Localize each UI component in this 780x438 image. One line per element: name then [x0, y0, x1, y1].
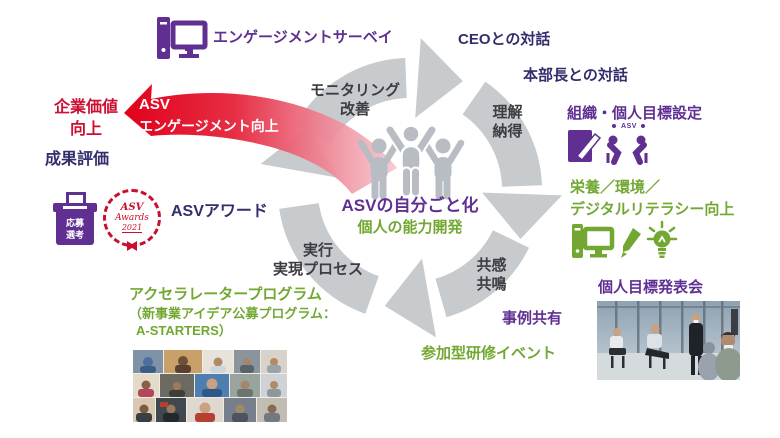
cheering-people-icon — [357, 124, 465, 200]
goal-setting-label: 組織・個人目標設定 — [567, 105, 703, 122]
accelerator-video-call-photo — [133, 350, 287, 427]
cycle-arrowhead-right — [482, 192, 562, 239]
pair-icon-dot-right — [641, 124, 645, 128]
case-sharing-label: 事例共有 — [502, 310, 563, 327]
division-head-dialogue-label: 本部長との対話 — [523, 67, 628, 84]
cycle-arrowhead-bottom — [384, 258, 436, 338]
outcome-evaluation-label: 成果評価 — [45, 151, 110, 168]
cycle-label-empathy: 共感 共鳴 — [476, 257, 507, 293]
cycle-arcs — [260, 38, 562, 338]
pair-icon-dot-left — [612, 124, 616, 128]
document-pencil-icon — [567, 128, 603, 171]
cycle-label-execution: 実行 実現プロセス — [272, 242, 363, 278]
literacy-label-line1: 栄養／環境／ — [570, 179, 661, 196]
asv-meeting-pair-icon — [604, 126, 650, 171]
corporate-value-label: 企業価値 向上 — [53, 99, 118, 138]
training-event-label: 参加型研修イベント — [421, 345, 557, 362]
asv-award-label: ASVアワード — [171, 203, 268, 220]
arrow-asv-label: ASV — [139, 96, 170, 113]
asv-engagement-arrow — [124, 84, 397, 194]
accelerator-program-label: アクセラレータープログラム — [129, 286, 322, 303]
engagement-survey-label: エンゲージメントサーベイ — [213, 29, 393, 46]
badge-ribbon — [127, 241, 137, 251]
digital-computer-icon — [570, 222, 616, 267]
survey-computer-icon — [154, 14, 208, 71]
goal-presentation-photo — [597, 301, 743, 385]
cycle-center-subtitle: 個人の能力開発 — [357, 219, 463, 236]
lightbulb-icon — [646, 220, 678, 265]
pair-icon-asv-text: ASV — [621, 123, 637, 130]
ballot-box-icon: 応募 選考 — [53, 192, 97, 246]
accelerator-subtitle-2: A-STARTERS） — [136, 323, 232, 338]
arrow-engagement-label: エンゲージメント向上 — [139, 118, 279, 134]
cycle-label-monitoring: モニタリング 改善 — [309, 82, 400, 118]
ceo-dialogue-label: CEOとの対話 — [458, 31, 551, 48]
asv-awards-badge: ASV Awards 2021 — [103, 189, 161, 251]
pen-icon — [619, 226, 643, 265]
cycle-center-title: ASVの自分ごと化 — [341, 196, 479, 215]
literacy-label-line2: デジタルリテラシー向上 — [570, 201, 735, 218]
cycle-arrowhead-top — [415, 38, 463, 118]
goal-presentation-label: 個人目標発表会 — [598, 279, 704, 296]
accelerator-subtitle-1: （新事業アイデア公募プログラム： — [129, 306, 336, 321]
cycle-label-understanding: 理解 納得 — [492, 104, 523, 140]
